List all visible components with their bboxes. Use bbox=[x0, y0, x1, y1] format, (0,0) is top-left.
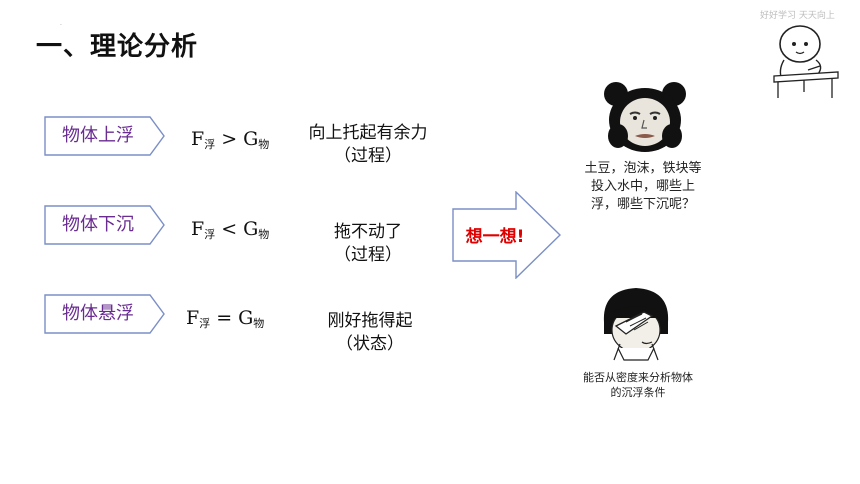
panda-meme-icon bbox=[604, 82, 686, 152]
buoyancy-subscript: 浮 bbox=[204, 228, 216, 241]
desc-float-up: 向上托起有余力 （过程） bbox=[283, 122, 453, 168]
buoyancy-symbol: F bbox=[186, 307, 200, 329]
operator-equal: = bbox=[216, 307, 233, 329]
desc-sink: 拖不动了 （过程） bbox=[283, 221, 453, 267]
desc-sink-line1: 拖不动了 bbox=[334, 222, 402, 242]
formula-suspend: F浮 =G物 bbox=[186, 307, 264, 331]
desc-float-up-line1: 向上托起有余力 bbox=[308, 123, 428, 143]
page-title: 一、理论分析 bbox=[36, 32, 199, 62]
label-sink-text: 物体下沉 bbox=[62, 214, 134, 235]
label-float-up-text: 物体上浮 bbox=[62, 125, 134, 146]
desc-suspend-line1: 刚好拖得起 bbox=[327, 311, 413, 331]
question-line3: 浮，哪些下沉呢？ bbox=[590, 197, 695, 212]
operator-greater: > bbox=[221, 128, 238, 150]
question-line1: 土豆，泡沫，铁块等 bbox=[584, 161, 702, 176]
question-caption: 土豆，泡沫，铁块等 投入水中，哪些上 浮，哪些下沉呢？ bbox=[566, 160, 720, 214]
studying-cartoon-icon bbox=[773, 25, 839, 98]
desc-sink-line2: （过程） bbox=[334, 245, 402, 265]
weight-subscript: 物 bbox=[253, 317, 265, 330]
density-line1: 能否从密度来分析物体 bbox=[583, 371, 693, 384]
operator-less: < bbox=[221, 218, 238, 240]
weight-symbol: G bbox=[243, 218, 259, 240]
buoyancy-symbol: F bbox=[191, 128, 205, 150]
weight-symbol: G bbox=[243, 128, 259, 150]
desc-suspend-line2: （状态） bbox=[336, 334, 404, 354]
desc-float-up-line2: （过程） bbox=[334, 146, 402, 166]
question-line2: 投入水中，哪些上 bbox=[590, 179, 695, 194]
weight-subscript: 物 bbox=[258, 228, 270, 241]
think-arrow-text: 想一想! bbox=[465, 227, 525, 247]
label-suspend: 物体悬浮 bbox=[44, 294, 166, 334]
title-dot: · bbox=[60, 22, 62, 29]
buoyancy-subscript: 浮 bbox=[199, 317, 211, 330]
watermark: 好好学习 天天向上 bbox=[760, 11, 835, 21]
weight-subscript: 物 bbox=[258, 138, 270, 151]
formula-sink: F浮 <G物 bbox=[191, 218, 269, 242]
buoyancy-subscript: 浮 bbox=[204, 138, 216, 151]
label-float-up: 物体上浮 bbox=[44, 116, 166, 156]
weight-symbol: G bbox=[238, 307, 254, 329]
formula-float-up: F浮 >G物 bbox=[191, 128, 269, 152]
think-arrow-icon bbox=[452, 191, 562, 279]
density-question-caption: 能否从密度来分析物体 的沉浮条件 bbox=[572, 370, 704, 400]
desc-suspend: 刚好拖得起 （状态） bbox=[285, 310, 455, 356]
facepalm-meme-icon bbox=[603, 288, 669, 361]
label-suspend-text: 物体悬浮 bbox=[62, 303, 134, 324]
buoyancy-symbol: F bbox=[191, 218, 205, 240]
density-line2: 的沉浮条件 bbox=[610, 386, 666, 399]
label-sink: 物体下沉 bbox=[44, 205, 166, 245]
